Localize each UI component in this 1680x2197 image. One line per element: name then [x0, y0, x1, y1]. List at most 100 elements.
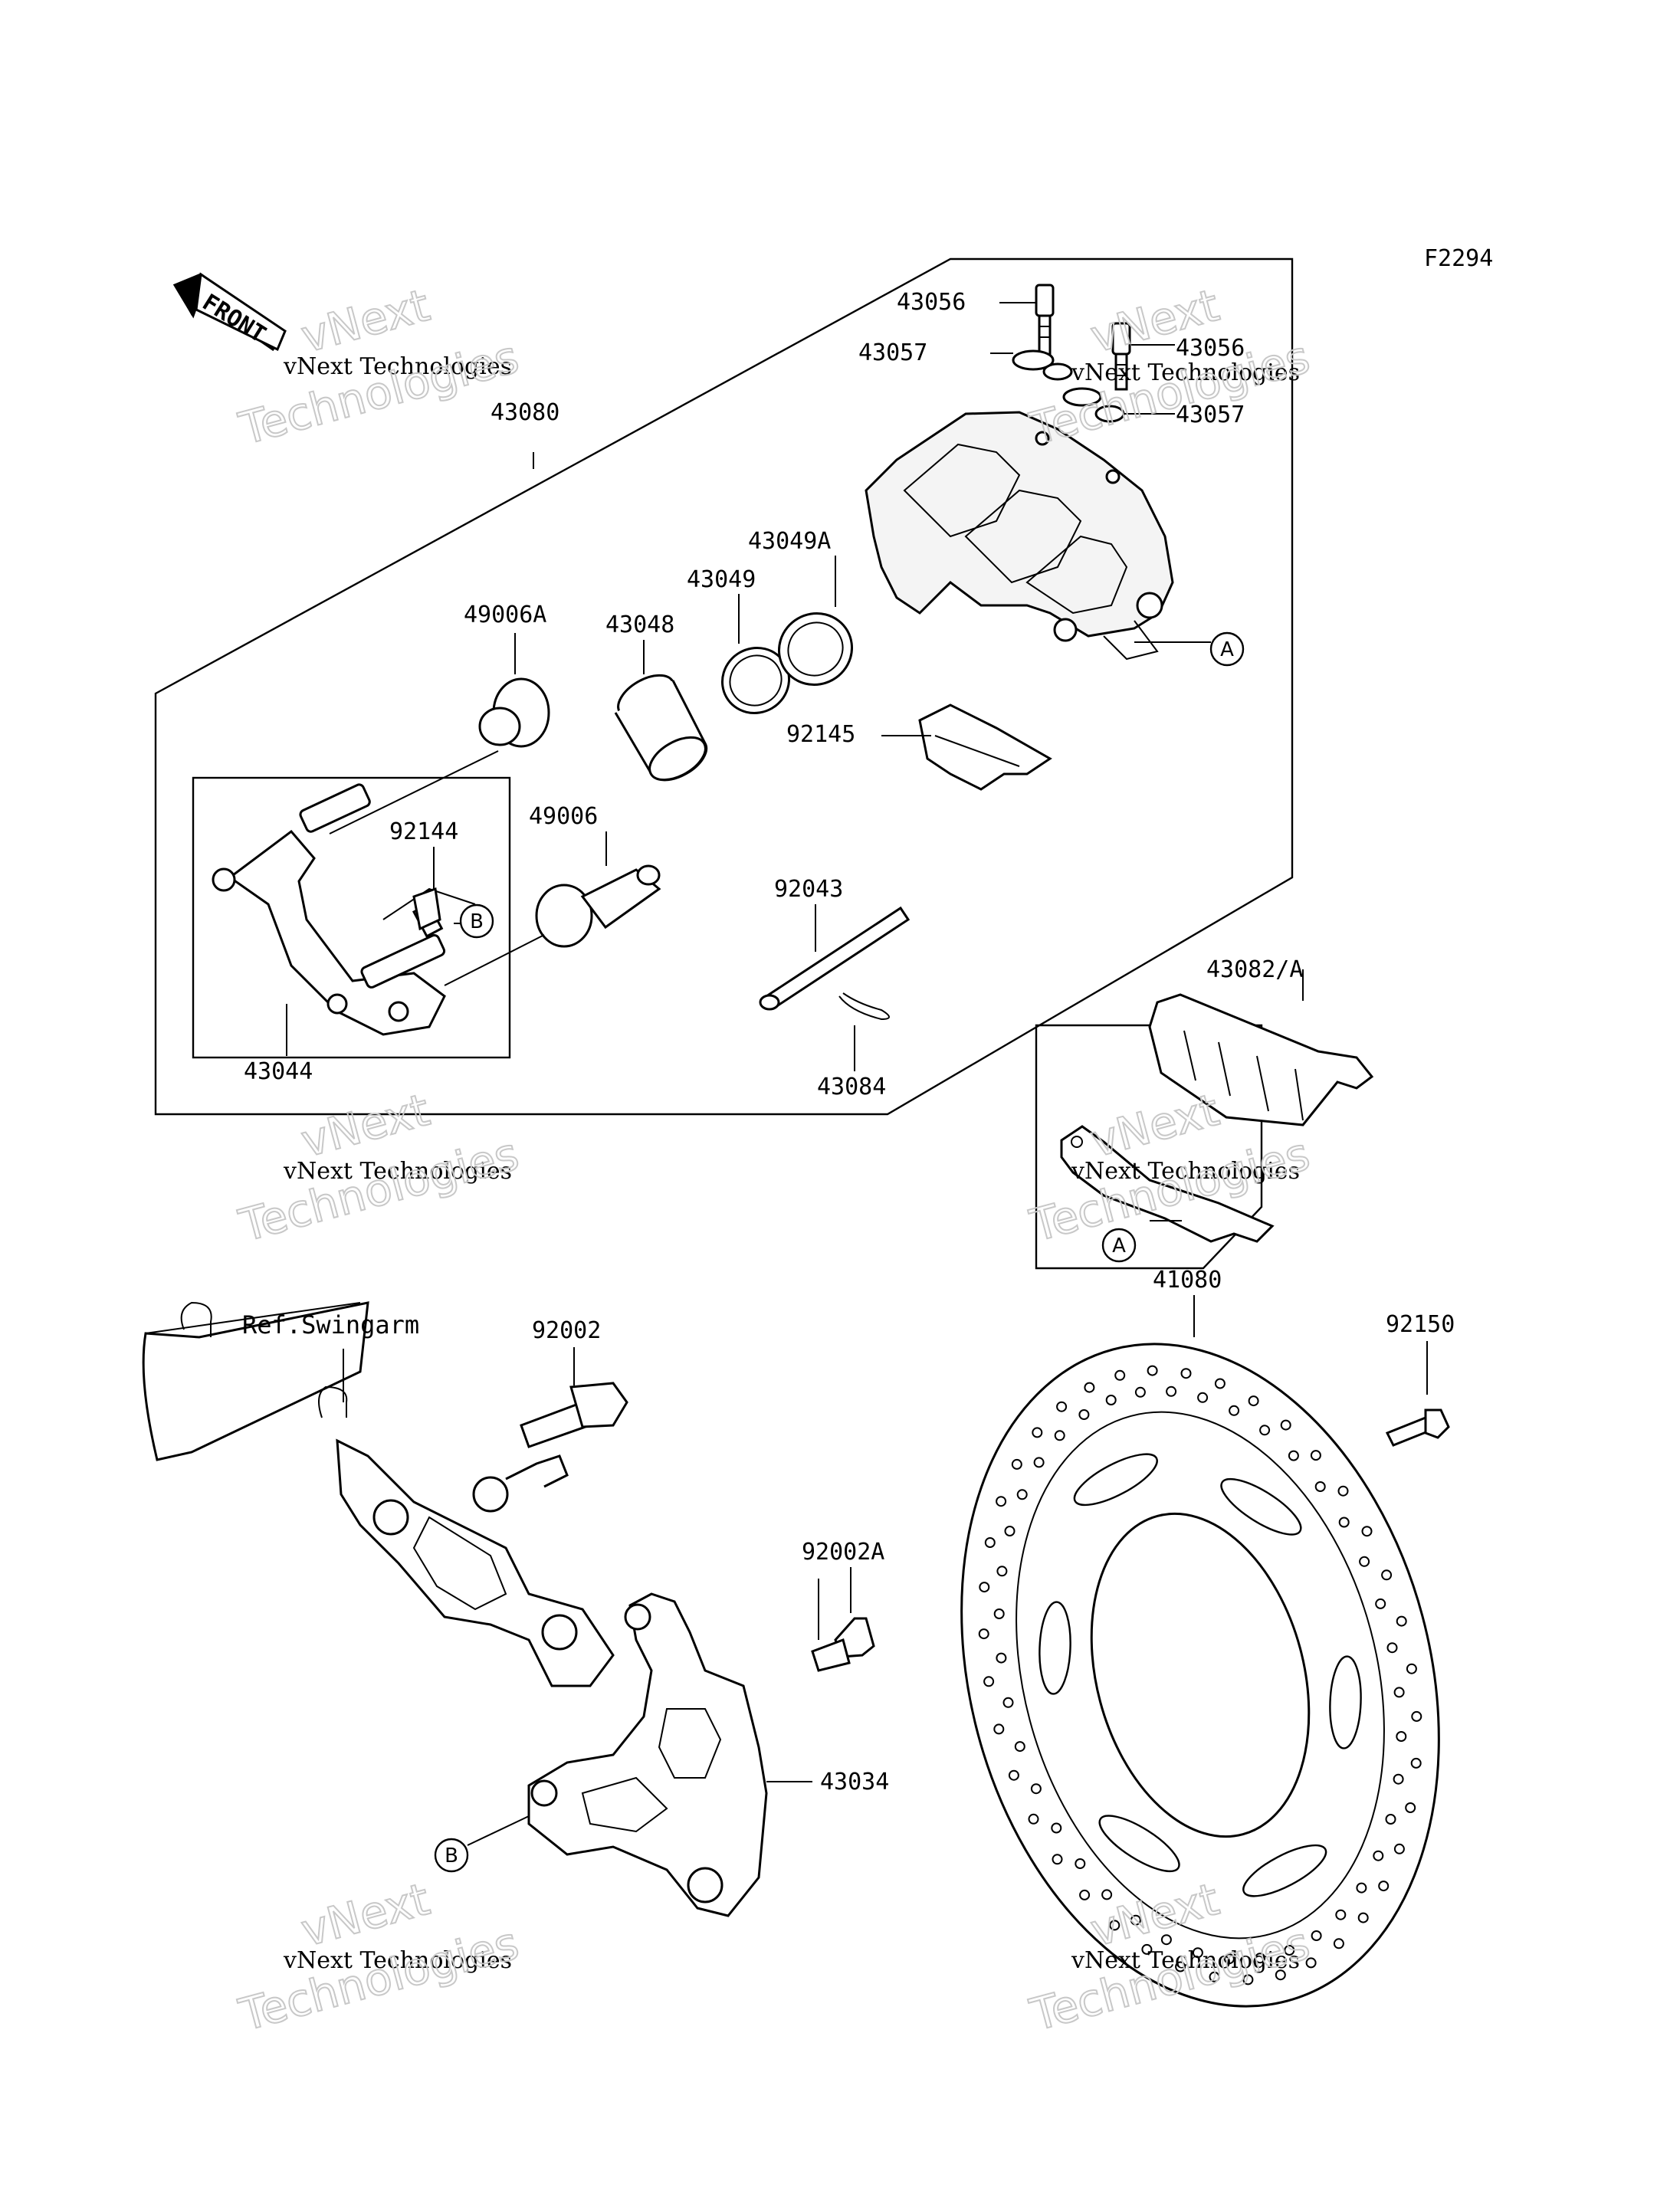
label-49006A: 49006A: [464, 602, 546, 628]
svg-text:Technologies: Technologies: [1025, 330, 1314, 454]
disc-drill-hole: [1405, 1802, 1416, 1813]
callout-a-lower: A: [1101, 1228, 1137, 1263]
part-labels: 43056 43056 43057 43057 43080 43049A 430…: [242, 289, 1455, 1795]
label-43049: 43049: [687, 566, 756, 593]
disc-drill-hole: [1396, 1731, 1407, 1742]
label-92145: 92145: [786, 721, 855, 748]
disc-slot: [1242, 1844, 1327, 1897]
piston-43048: [614, 674, 708, 782]
disc-drill-hole: [1335, 1909, 1347, 1920]
disc-drill-hole: [1014, 1741, 1025, 1753]
svg-text:vNext Technologies: vNext Technologies: [283, 1158, 512, 1185]
disc-drill-hole: [1359, 1556, 1370, 1567]
brake-pad-43082: [1148, 993, 1374, 1126]
disc-slot: [1073, 1453, 1158, 1507]
disc-drill-hole: [1051, 1822, 1062, 1834]
disc-drill-hole: [1008, 1769, 1019, 1781]
label-92002: 92002: [532, 1317, 601, 1344]
disc-drill-hole: [1393, 1773, 1404, 1785]
clip-92144: [412, 887, 441, 931]
disc-drill-hole: [1333, 1938, 1344, 1949]
disc-drill-hole: [1375, 1598, 1386, 1609]
svg-text:vNext Technologies: vNext Technologies: [1071, 359, 1300, 386]
caliper-mount-bracket: [336, 1438, 615, 1687]
disc-drill-hole: [1004, 1526, 1016, 1536]
label-43056-b: 43056: [1176, 335, 1245, 362]
label-ref-swingarm: Ref.Swingarm: [242, 1310, 419, 1340]
callout-b-upper: B: [459, 903, 494, 939]
label-43044: 43044: [244, 1058, 313, 1085]
disc-drill-hole: [1337, 1485, 1349, 1497]
watermark-5: vNext vNext Technologies Technologies: [233, 1872, 524, 2042]
disc-drill-hole: [1197, 1392, 1209, 1403]
disc-drill-hole: [1305, 1957, 1317, 1969]
label-41080: 41080: [1153, 1267, 1222, 1294]
bleeder-valve-43056-b: [1111, 322, 1131, 391]
disc-drill-hole: [1075, 1858, 1086, 1869]
disc-drill-hole: [1361, 1526, 1373, 1537]
label-92150: 92150: [1386, 1311, 1455, 1338]
disc-drill-hole: [1032, 1427, 1043, 1438]
disc-drill-hole: [1338, 1517, 1350, 1528]
disc-drill-hole: [1378, 1881, 1390, 1892]
disc-drill-hole: [1373, 1850, 1384, 1861]
disc-drill-hole: [996, 1496, 1007, 1507]
bleeder-cap-43057-a: [1012, 349, 1073, 381]
svg-text:B: B: [445, 1844, 458, 1867]
disc-drill-hole: [1356, 1882, 1367, 1894]
watermark-3: vNext vNext Technologies Technologies: [233, 1083, 524, 1253]
bleeder-valve-43056-a: [1035, 284, 1055, 357]
disc-drill-hole: [1284, 1945, 1295, 1956]
disc-drill-hole: [1084, 1382, 1095, 1393]
disc-slot: [1329, 1655, 1362, 1749]
disc-drill-hole: [1101, 1889, 1113, 1900]
disc-drill-hole: [1166, 1385, 1177, 1397]
disc-drill-hole: [1160, 1934, 1172, 1946]
assembly-boundary-43080: [154, 257, 1294, 1116]
boot-49006: [444, 864, 661, 986]
disc-drill-hole: [1030, 1783, 1042, 1795]
label-43084: 43084: [817, 1074, 886, 1100]
swingarm-reference: [142, 1301, 369, 1461]
disc-drill-hole: [1214, 1378, 1226, 1389]
disc-drill-hole: [996, 1566, 1008, 1577]
disc-drill-hole: [984, 1537, 996, 1548]
disc-drill-hole: [1011, 1458, 1022, 1470]
disc-drill-hole: [1141, 1943, 1153, 1955]
watermark-1: vNext vNext Technologies Technologies: [233, 278, 524, 456]
disc-drill-hole: [1411, 1710, 1422, 1722]
disc-drill-hole: [1147, 1365, 1158, 1376]
disc-drill-hole: [1255, 1953, 1266, 1964]
brake-disc-41080: [960, 1343, 1440, 2008]
label-92043: 92043: [774, 876, 843, 903]
bolt-92002: [520, 1382, 628, 1448]
figure-id: F2294: [1424, 245, 1493, 272]
callout-a-upper: A: [1209, 631, 1245, 667]
front-arrow-icon: FRONT: [172, 272, 287, 352]
disc-drill-hole: [978, 1628, 989, 1640]
brake-pad-backplate: [1060, 1125, 1275, 1243]
label-43056-a: 43056: [897, 289, 966, 316]
label-49006: 49006: [529, 803, 598, 830]
disc-drill-hole: [1381, 1569, 1393, 1581]
disc-drill-hole: [1357, 1912, 1369, 1923]
disc-drill-hole: [1134, 1386, 1146, 1398]
disc-drill-hole: [1280, 1419, 1291, 1431]
disc-drill-hole: [1105, 1395, 1117, 1405]
label-43057-b: 43057: [1176, 402, 1245, 428]
disc-drill-hole: [996, 1652, 1007, 1664]
bolt-92150: [1385, 1408, 1450, 1447]
disc-drill-hole: [1130, 1914, 1141, 1926]
disc-drill-hole: [1028, 1813, 1039, 1825]
callout-b-lower: B: [434, 1838, 469, 1873]
disc-slot: [1039, 1601, 1071, 1695]
boot-49006A: [329, 677, 550, 835]
disc-drill-hole: [1180, 1368, 1192, 1379]
svg-text:vNext: vNext: [296, 279, 435, 363]
svg-text:A: A: [1220, 638, 1234, 661]
disc-drill-hole: [1229, 1405, 1240, 1416]
caliper-bracket-43044: [212, 783, 476, 1036]
seal-43049A: [777, 612, 854, 687]
